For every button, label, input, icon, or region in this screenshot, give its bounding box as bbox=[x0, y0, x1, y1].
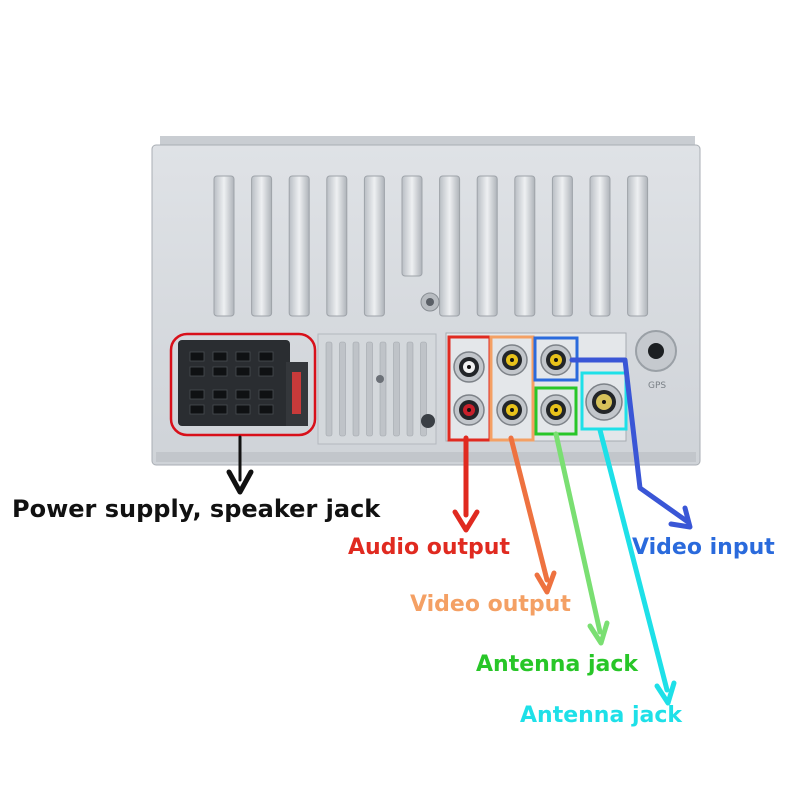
iso-connector bbox=[178, 340, 308, 426]
rca-jack-video-in-pin bbox=[554, 358, 558, 362]
rca-jack-audio-left-pin bbox=[467, 365, 471, 369]
power-arrowhead bbox=[226, 469, 254, 495]
connector-pin bbox=[235, 404, 251, 415]
heatsink-fin bbox=[326, 175, 348, 317]
connector-pin bbox=[212, 389, 228, 400]
video-input-arrowhead bbox=[668, 505, 693, 530]
heatsink-fin bbox=[514, 175, 536, 317]
video-output-leader-line bbox=[508, 435, 550, 583]
heatsink-fin bbox=[288, 175, 310, 317]
vent-grille-area bbox=[317, 333, 437, 445]
audio-output-arrowhead bbox=[452, 509, 480, 533]
power-highlight-box bbox=[169, 332, 317, 437]
antenna-jack-label-second: Antenna jack bbox=[520, 703, 683, 728]
chassis-bottom-edge bbox=[156, 452, 696, 462]
connector-pin bbox=[212, 366, 228, 377]
heatsink-fin bbox=[551, 175, 573, 317]
connector-pin bbox=[189, 389, 205, 400]
highlight-boxes bbox=[169, 332, 628, 442]
gps-marking: GPS bbox=[648, 381, 666, 391]
vent-slot bbox=[339, 341, 346, 437]
antenna-jack-label: Antenna jack bbox=[476, 652, 639, 677]
heatsink-fin bbox=[476, 175, 498, 317]
antenna-jack-2-highlight-box bbox=[580, 371, 628, 431]
vent-slot bbox=[406, 341, 414, 437]
vent-slot bbox=[379, 341, 387, 437]
connector-pin bbox=[189, 404, 205, 415]
rca-jack-antenna-2-pin bbox=[602, 400, 606, 404]
connector-pins bbox=[189, 351, 274, 415]
connector-pin bbox=[258, 351, 274, 362]
center-screw bbox=[426, 298, 434, 306]
heatsink-fins bbox=[213, 175, 649, 317]
connector-housing bbox=[178, 340, 290, 426]
connector-pin bbox=[189, 366, 205, 377]
connector-pin bbox=[235, 351, 251, 362]
connector-pin bbox=[235, 389, 251, 400]
rca-jack-audio-right-pin bbox=[467, 408, 471, 412]
audio-output-label: Audio output bbox=[348, 535, 510, 560]
small-jack-hole bbox=[421, 414, 435, 428]
vent-slot bbox=[420, 341, 427, 437]
connector-pin bbox=[189, 351, 205, 362]
rca-jack-video-out-1-pin bbox=[510, 358, 514, 362]
antenna-jack-1-leader-line bbox=[553, 431, 603, 635]
connector-pin bbox=[258, 389, 274, 400]
heatsink-fin bbox=[401, 175, 423, 277]
heatsink-fin bbox=[363, 175, 385, 317]
connector-pin bbox=[212, 404, 228, 415]
heatsink-fin bbox=[251, 175, 273, 317]
antenna-jack-1-arrowhead bbox=[587, 620, 610, 646]
connector-pin bbox=[212, 351, 228, 362]
rca-jacks bbox=[453, 344, 623, 426]
vent-slot bbox=[366, 341, 373, 437]
heatsink-fin bbox=[213, 175, 235, 317]
connector-pin bbox=[258, 366, 274, 377]
vent-slot bbox=[393, 341, 400, 437]
heatsink-fin bbox=[439, 175, 461, 317]
connector-red-fuse bbox=[292, 372, 301, 414]
vent-slot bbox=[325, 341, 333, 437]
panel-screw bbox=[376, 375, 384, 383]
rca-jack-antenna-1-pin bbox=[554, 408, 558, 412]
video-input-leader-line bbox=[569, 357, 691, 525]
heatsink-fin bbox=[627, 175, 649, 317]
video-output-arrowhead bbox=[534, 570, 557, 595]
gps-antenna-port-hole bbox=[648, 343, 664, 359]
video-output-label: Video output bbox=[410, 592, 571, 617]
rca-jack-video-out-2-pin bbox=[510, 408, 514, 412]
connector-pin bbox=[235, 366, 251, 377]
vent-slot bbox=[352, 341, 360, 437]
connector-pin bbox=[258, 404, 274, 415]
vent-slots bbox=[325, 341, 427, 437]
antenna-jack-2-leader-line bbox=[597, 427, 670, 693]
video-input-label: Video input bbox=[632, 535, 775, 560]
antenna-jack-2-arrowhead bbox=[654, 680, 677, 706]
power-supply-label: Power supply, speaker jack bbox=[12, 495, 381, 523]
leader-arrows bbox=[226, 357, 693, 706]
heatsink-fin bbox=[589, 175, 611, 317]
